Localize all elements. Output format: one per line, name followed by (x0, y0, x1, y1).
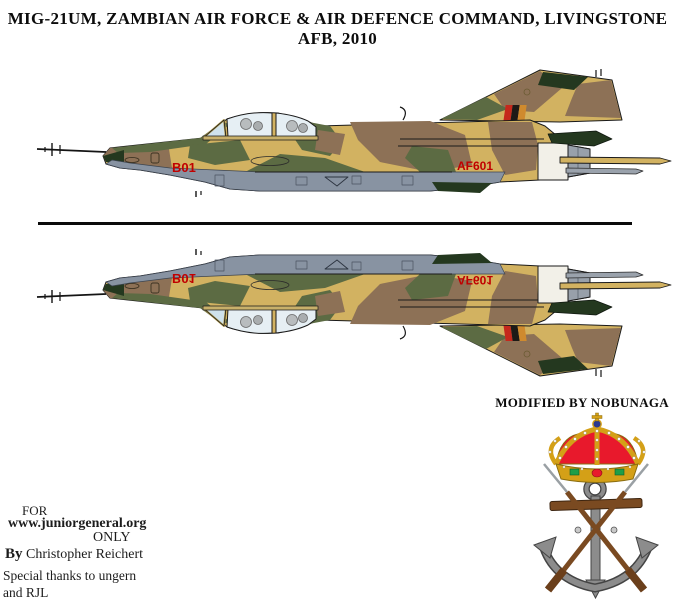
fold-line (38, 222, 632, 225)
credit-for-label: FOR (22, 503, 48, 518)
credit-only-label: ONLY (93, 530, 131, 545)
anchor-stock (549, 497, 643, 512)
credit-site: www.juniorgeneral.org (8, 516, 147, 531)
modified-by-credit: MODIFIED BY NOBUNAGA (495, 395, 669, 410)
crown-icon (548, 412, 646, 483)
credit-thanks-line1: Special thanks to ungern (3, 568, 137, 583)
aircraft-side-profile-bottom-mirrored (36, 248, 672, 378)
military-crest (532, 412, 660, 600)
crossed-rifles-icon (543, 463, 649, 593)
credit-thanks-line2: and RJL (3, 585, 49, 600)
credit-author-line: By Christopher Reichert (5, 546, 143, 563)
credit-author: Christopher Reichert (26, 547, 144, 562)
sheet-title: MIG-21UM, ZAMBIAN AIR FORCE & AIR DEFENC… (7, 9, 668, 48)
credit-by-label: By (5, 546, 23, 562)
aircraft-side-profile-top (36, 68, 672, 198)
